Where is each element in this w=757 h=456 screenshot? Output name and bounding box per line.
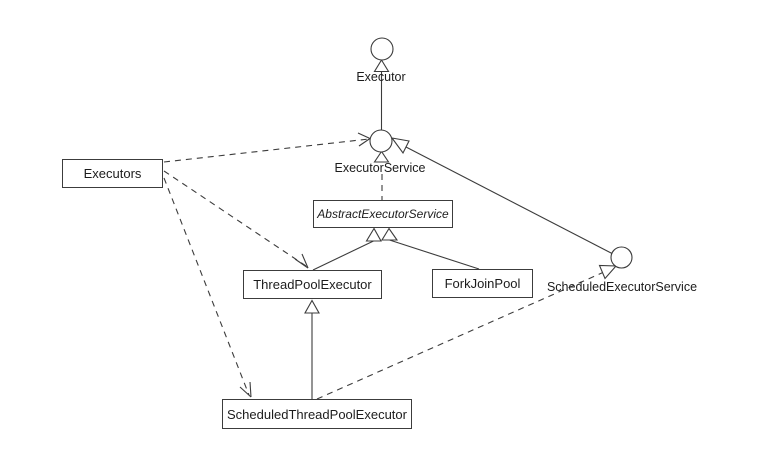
generalization-arrowhead-at-executor <box>373 58 390 73</box>
class-box-executors: Executors <box>62 159 163 188</box>
scheduledexecutorservice-interface-circle <box>610 246 633 269</box>
dependency-arrowhead-at-threadpoolexecutor <box>294 253 309 269</box>
edge-executors-uses-threadpoolexecutor <box>163 170 307 267</box>
class-box-threadpoolexecutor: ThreadPoolExecutor <box>243 270 382 299</box>
executor-interface-circle <box>370 37 394 61</box>
generalization-arrowhead-at-threadpoolexecutor <box>304 299 320 314</box>
class-box-forkjoinpool: ForkJoinPool <box>432 269 533 298</box>
class-label-abstractexecutorservice: AbstractExecutorService <box>317 207 449 221</box>
generalization-arrowhead-at-abstractexecutorservice-left <box>365 227 382 242</box>
class-label-forkjoinpool: ForkJoinPool <box>444 276 521 291</box>
generalization-arrowhead-at-executorservice <box>390 137 410 155</box>
interface-label-executor: Executor <box>356 70 406 84</box>
realization-arrowhead-at-scheduledexecutorservice <box>598 264 618 280</box>
class-label-scheduledthreadpoolexecutor: ScheduledThreadPoolExecutor <box>227 406 407 422</box>
class-box-abstractexecutorservice: AbstractExecutorService <box>313 200 453 228</box>
dependency-arrowhead-at-executorservice <box>357 132 371 147</box>
class-label-executors: Executors <box>83 166 142 181</box>
edge-threadpoolexecutor-extends-abstractexecutorservice <box>312 240 374 271</box>
edge-scheduledexecutorservice-extends-executorservice <box>405 146 614 255</box>
edge-forkjoinpool-extends-abstractexecutorservice <box>389 239 480 270</box>
edge-executors-uses-scheduledthreadpoolexecutor <box>163 177 250 396</box>
dependency-arrowhead-at-scheduledthreadpoolexecutor <box>239 381 252 398</box>
interface-label-executorservice: ExecutorService <box>334 161 426 175</box>
realization-arrowhead-below-executorservice <box>373 150 390 163</box>
class-label-threadpoolexecutor: ThreadPoolExecutor <box>253 277 372 292</box>
generalization-arrowhead-at-abstractexecutorservice-right <box>381 227 399 241</box>
class-box-scheduledthreadpoolexecutor: ScheduledThreadPoolExecutor <box>222 399 412 429</box>
edge-scheduledthreadpoolexecutor-implements-scheduledexecutorservice <box>316 271 605 400</box>
executorservice-interface-circle <box>369 129 393 153</box>
edge-executors-uses-executorservice <box>163 138 370 163</box>
interface-label-scheduledexecutorservice: ScheduledExecutorService <box>546 280 698 294</box>
